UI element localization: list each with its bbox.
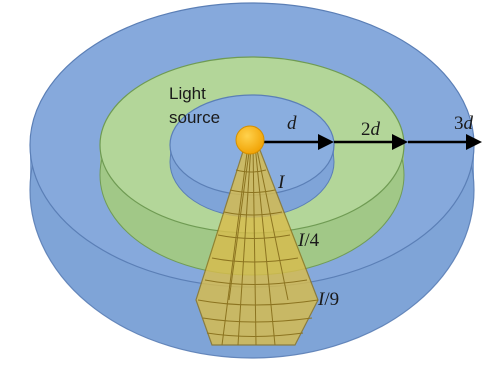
intensity-label-I: I — [277, 172, 286, 193]
distance-arrows — [262, 134, 482, 150]
intensity-label-I-9: I/9 — [317, 289, 339, 310]
distance-label-2d: 2d — [361, 119, 381, 140]
distance-label-3d: 3d — [454, 113, 474, 134]
arrowhead-2d — [392, 134, 408, 150]
light-cone — [195, 144, 319, 346]
light-source-icon — [235, 125, 265, 155]
arrowhead-3d — [466, 134, 482, 150]
distance-label-d: d — [287, 113, 297, 134]
arrowhead-d — [318, 134, 334, 150]
light-source-label: Light source — [169, 84, 220, 127]
light-source-label-line2: source — [169, 108, 220, 127]
intensity-label-I-4: I/4 — [297, 230, 320, 251]
light-source-label-line1: Light — [169, 84, 206, 103]
